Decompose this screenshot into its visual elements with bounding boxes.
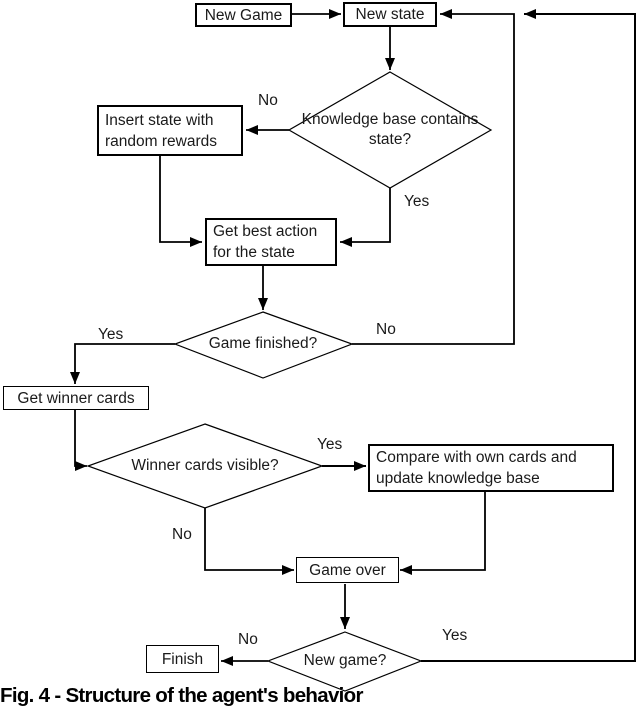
edge-label-kb-yes: Yes (404, 193, 430, 210)
node-get-best-action: Get best action for the state (205, 218, 337, 266)
diamond-knowledge-base-label: Knowledge base contains state? (301, 111, 479, 148)
diamond-new-game-label: New game? (303, 652, 387, 669)
node-game-over: Game over (296, 557, 399, 583)
edge-label-newgame-no: No (238, 631, 258, 648)
node-finish: Finish (146, 645, 219, 673)
node-new-game: New Game (195, 3, 292, 27)
edge-winnercards-to-visible (74, 410, 87, 471)
figure-caption: Fig. 4 - Structure of the agent's behavi… (0, 684, 363, 707)
edge-visible-no-to-gameover (204, 508, 294, 575)
edge-label-finished-yes: Yes (98, 326, 124, 343)
edge-gamefinished-no-loop (352, 9, 515, 345)
diamond-new-game-shape (266, 631, 423, 692)
edge-label-newgame-yes: Yes (442, 627, 468, 644)
diamond-game-finished-shape (173, 311, 354, 379)
edge-label-visible-no: No (172, 526, 192, 543)
edge-compare-to-gameover (400, 491, 486, 575)
edge-kb-yes-to-getbest (340, 188, 391, 247)
edge-label-kb-no: No (258, 92, 278, 109)
node-compare-cards: Compare with own cards and update knowle… (368, 444, 614, 492)
edge-newgame-yes-loop (421, 9, 636, 662)
edge-label-visible-yes: Yes (317, 436, 343, 453)
edge-insert-to-getbest (159, 156, 202, 247)
node-new-state: New state (343, 2, 437, 27)
diamond-winner-visible-label: Winner cards visible? (131, 457, 279, 474)
node-insert-state: Insert state with random rewards (97, 105, 243, 156)
node-get-winner-cards: Get winner cards (3, 386, 149, 410)
edge-gamefinished-yes-to-winnercards (70, 343, 175, 384)
edge-label-finished-no: No (376, 321, 396, 338)
diamond-game-finished-label: Game finished? (208, 335, 318, 352)
